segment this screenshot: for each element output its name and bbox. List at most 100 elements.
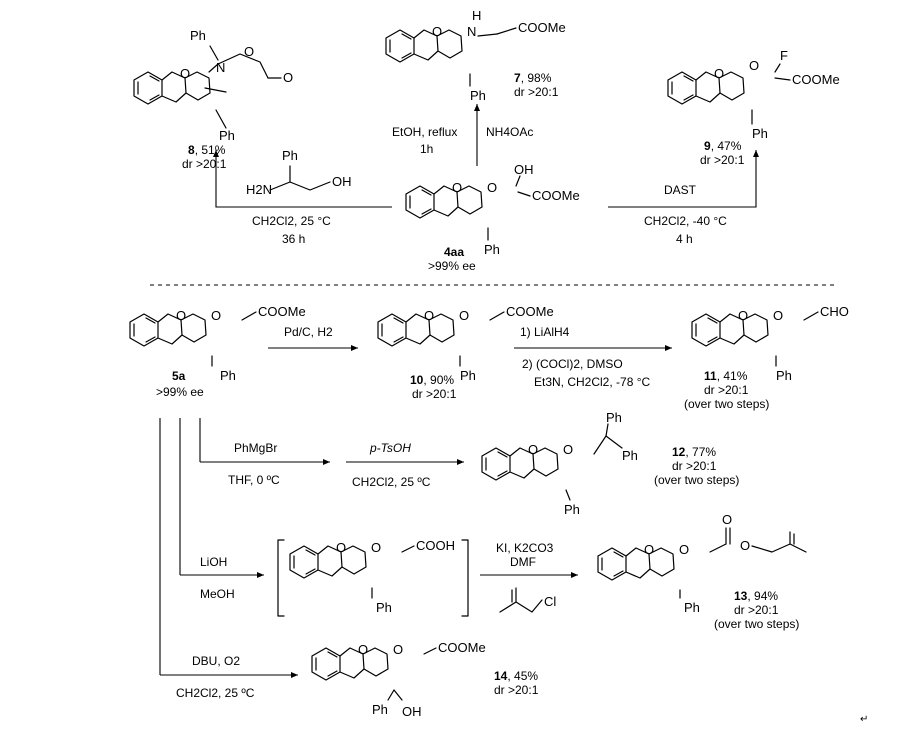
oxygen-label: O [393,642,403,657]
compound-note: (over two steps) [684,397,769,411]
compound-4aa: O O OH COOMe Ph 4aa >99% ee [405,162,580,273]
condition-reagent: DAST [664,183,697,197]
condition-reagent: PhMgBr [234,441,277,455]
ester-label: COOMe [438,640,486,655]
return-mark: ↵ [860,714,868,725]
oxygen-label: O [679,542,689,557]
oxygen-label: O [459,308,469,323]
oxygen-label: O [452,180,462,195]
oxygen-label: O [283,70,293,85]
oxygen-label: O [358,642,368,657]
oxygen-label: O [180,66,190,81]
compound-dr: dr >20:1 [734,603,779,617]
phenyl-label: Ph [776,368,792,383]
compound-11: O O CHO Ph 11, 41% dr >20:1 (over two st… [684,304,849,411]
condition-solvent: DMF [510,555,536,569]
condition-solvent: EtOH, reflux [392,125,457,139]
compound-number: 5a [172,369,186,383]
svg-text:13, 94%: 13, 94% [734,589,778,603]
oxygen-label: O [424,308,434,323]
acid-label: COOH [416,538,455,553]
phenyl-label: Ph [752,126,768,141]
ester-label: COOMe [518,20,566,35]
svg-text:11, 41%: 11, 41% [704,369,748,383]
compound-7: O N H COOMe Ph 7, 98% dr >20:1 [385,8,566,103]
ester-label: COOMe [258,304,306,319]
phenyl-label: Ph [470,88,486,103]
phenyl-label: Ph [622,448,638,463]
fluorine-label: F [780,48,788,63]
arrow-to-7: EtOH, reflux 1h NH4OAc [392,104,533,166]
compound-number: 7 [514,71,521,85]
compound-yield: , 77% [685,445,716,459]
svg-text:8, 51%: 8, 51% [188,143,226,157]
condition-solvent: CH2Cl2, -40 °C [644,214,727,228]
compound-yield: , 45% [507,669,538,683]
compound-number: 11 [704,369,717,383]
condition-reagent: Pd/C, H2 [284,325,333,339]
compound-ee: >99% ee [428,259,476,273]
condition-reagent: LiOH [200,555,227,569]
oxygen-label: O [738,308,748,323]
compound-dr: dr >20:1 [494,683,539,697]
phenyl-label: Ph [220,368,236,383]
oxygen-label: O [336,540,346,555]
compound-note: (over two steps) [714,617,799,631]
oxygen-label: O [722,512,732,527]
nitrogen-label: N [216,60,225,75]
arrow-to-12: PhMgBr THF, 0 ºC p-TsOH CH2Cl2, 25 ºC [200,441,464,489]
compound-5a: O O COOMe Ph 5a >99% ee [129,304,306,399]
arrow-to-14: DBU, O2 CH2Cl2, 25 ºC [160,654,298,700]
condition-solvent: THF, 0 ºC [228,473,280,487]
condition-reagent: NH4OAc [486,125,533,139]
condition-reagent: KI, K2CO3 [496,541,554,555]
svg-text:7, 98%: 7, 98% [514,71,552,85]
arrow-to-13: LiOH MeOH KI, K2CO3 DMF Cl [180,541,578,613]
condition-step: 1) LiAlH4 [520,325,570,339]
compound-number: 12 [672,445,686,459]
condition-solvent: MeOH [200,587,235,601]
aldehyde-label: CHO [820,304,849,319]
oxygen-label: O [773,308,783,323]
oxygen-label: O [749,58,759,73]
compound-14: O O COOMe Ph OH 14, 45% dr >20:1 [311,640,539,719]
amine-label: H2N [246,182,272,197]
ester-label: COOMe [792,72,840,87]
compound-yield: , 98% [521,71,552,85]
compound-number: 14 [494,669,508,683]
hydroxyl-label: OH [332,174,352,189]
oxygen-label: O [371,540,381,555]
condition-reagent: p-TsOH [369,441,411,455]
compound-number: 9 [704,139,711,153]
ester-label: COOMe [532,188,580,203]
phenyl-label: Ph [484,242,500,257]
condition-time: 36 h [282,232,305,246]
ester-label: COOMe [506,304,554,319]
hydroxyl-label: OH [514,162,534,177]
compound-yield: , 90% [423,373,454,387]
svg-text:12, 77%: 12, 77% [672,445,716,459]
compound-ee: >99% ee [156,385,204,399]
compound-dr: dr >20:1 [182,157,227,171]
condition-time: 4 h [676,232,693,246]
compound-dr: dr >20:1 [412,387,457,401]
oxygen-label: O [740,538,750,553]
oxygen-label: O [244,44,254,59]
hydrogen-label: H [472,8,481,23]
condition-time: 1h [420,142,433,156]
arrow-to-11: 1) LiAlH4 2) (COCl)2, DMSO Et3N, CH2Cl2,… [514,325,672,389]
arrow-to-8: Ph H2N OH CH2Cl2, 25 °C 36 h [213,148,392,246]
compound-dr: dr >20:1 [514,85,559,99]
compound-note: (over two steps) [654,473,739,487]
oxygen-label: O [211,308,221,323]
compound-dr: dr >20:1 [704,383,749,397]
condition-solvent: CH2Cl2, 25 °C [252,214,331,228]
branch-lines [159,418,201,675]
condition-step: Et3N, CH2Cl2, -78 °C [534,375,651,389]
phenyl-label: Ph [684,600,700,615]
chlorine-label: Cl [544,594,556,609]
phenyl-label: Ph [190,28,206,43]
compound-13: O O O O Ph 13, 94% dr >20:1 (over two st… [597,512,807,631]
compound-dr: dr >20:1 [672,459,717,473]
